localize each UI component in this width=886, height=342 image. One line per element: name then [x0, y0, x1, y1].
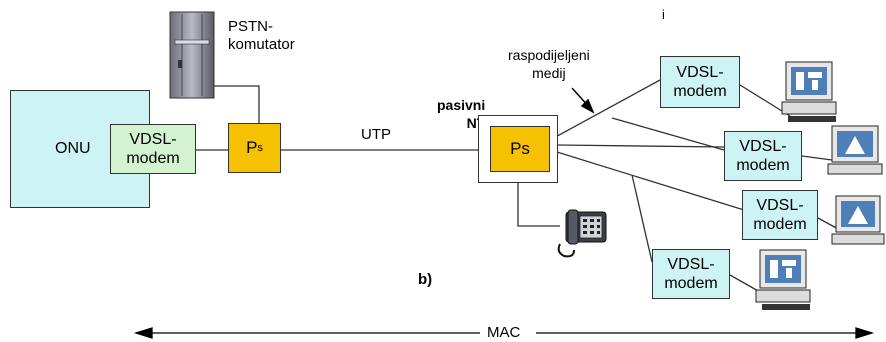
vdsl-modem-2: VDSL- modem: [724, 131, 802, 181]
vdsl-modem-1: VDSL- modem: [660, 56, 740, 108]
corner-mark: i: [662, 7, 665, 22]
onu-label: ONU: [55, 140, 91, 157]
computer-icon-1: [781, 61, 837, 122]
ps-splitter-nt: Ps: [490, 126, 550, 172]
mac-arrow: [133, 327, 875, 339]
link-pc-2: [801, 155, 833, 161]
figure-tag: b): [418, 271, 433, 288]
vdsl-modem-3: VDSL- modem: [742, 190, 818, 240]
pstn-label: PSTN- komutator: [228, 18, 295, 53]
link-ps-pstn: [200, 85, 260, 123]
branch-modem-2: [556, 144, 725, 148]
branch-modem-3: [556, 151, 745, 211]
arrow-raspodijeljeni: [571, 87, 595, 114]
computer-icon-2: [827, 125, 883, 175]
vdsl-modem-4: VDSL- modem: [652, 249, 730, 299]
link-nt-phone: [517, 172, 560, 227]
branch-modem-1: [549, 79, 661, 141]
branch-modem-4: [631, 174, 653, 263]
ps-left-sub: s: [257, 142, 263, 154]
link-pc-4: [729, 274, 761, 293]
branch-split: [611, 117, 725, 151]
utp-label: UTP: [361, 126, 391, 143]
computer-icon-4: [755, 249, 811, 310]
computer-icon-3: [831, 195, 885, 245]
ps-left-main: P: [246, 138, 258, 157]
mac-label: MAC: [487, 324, 521, 341]
vdsl-modem-onu: VDSL- modem: [110, 124, 196, 174]
raspodijeljeni-label: raspodijeljeni medij: [508, 47, 590, 81]
